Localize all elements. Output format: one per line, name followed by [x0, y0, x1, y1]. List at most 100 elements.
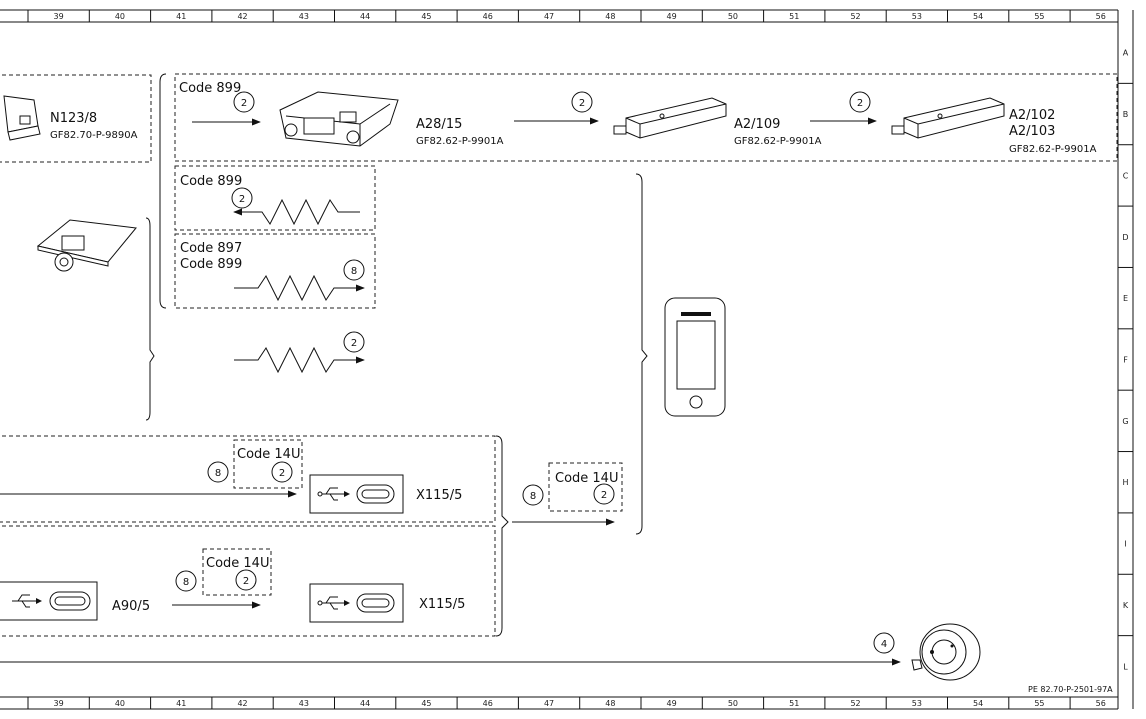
n123-8-label: N123/8: [50, 111, 97, 126]
marker-value: 8: [351, 266, 357, 277]
marker-circle: [233, 91, 255, 113]
column-index-label: 50: [728, 12, 738, 21]
usb-upper-group-box: [0, 435, 496, 523]
code-14u-lower-box: [202, 548, 272, 596]
column-index-label: 56: [1096, 12, 1106, 21]
column-index-label: 44: [360, 12, 370, 21]
code-14u-upper-box: [233, 439, 303, 489]
column-index-label: 52: [850, 12, 860, 21]
column-index-label: 47: [544, 699, 554, 708]
a2-102-ref: GF82.62-P-9901A: [1009, 144, 1097, 155]
x115-5-lower-label: X115/5: [419, 597, 465, 612]
row-index-label: A: [1123, 49, 1129, 58]
column-index-label: 42: [237, 699, 247, 708]
brace-right: [635, 173, 648, 535]
a2-102-antenna-icon: [891, 97, 1005, 139]
x115-5-lower-usb-port-icon: [309, 583, 404, 623]
column-index-label: 39: [54, 699, 64, 708]
row-index-label: K: [1123, 601, 1129, 610]
column-index-label: 49: [667, 699, 677, 708]
marker-value: 2: [243, 576, 249, 587]
a90-5-label: A90/5: [112, 599, 150, 614]
marker-circle: [231, 187, 253, 209]
marker-circle: [343, 331, 365, 353]
column-index-label: 53: [912, 699, 922, 708]
column-index-label: 53: [912, 12, 922, 21]
marker-value: 2: [241, 98, 247, 109]
row-index-label: B: [1123, 110, 1129, 119]
n123-8-ref: GF82.70-P-9890A: [50, 130, 138, 141]
row-index-label: I: [1124, 540, 1126, 549]
column-index-label: 51: [789, 699, 799, 708]
code-899-antenna-box: [174, 165, 376, 231]
marker-circle: [175, 570, 197, 592]
code-14u-right-box: [548, 462, 623, 512]
column-index-label: 40: [115, 12, 125, 21]
x115-5-upper-usb-port-icon: [309, 474, 404, 514]
a2-109-label: A2/109: [734, 117, 780, 132]
column-index-label: 41: [176, 12, 186, 21]
marker-circle: [571, 91, 593, 113]
marker-value: 2: [239, 194, 245, 205]
code-899b-label: Code 899: [180, 257, 242, 272]
column-index-label: 46: [483, 699, 493, 708]
a28-15-ref: GF82.62-P-9901A: [416, 136, 504, 147]
a2-102-label: A2/102: [1009, 108, 1055, 123]
row-index-label: H: [1122, 478, 1128, 487]
code-899-top-label: Code 899: [179, 81, 241, 96]
column-index-label: 45: [421, 12, 431, 21]
marker-value: 2: [351, 338, 357, 349]
a2-109-antenna-icon: [613, 97, 727, 139]
column-index-label: 41: [176, 699, 186, 708]
row-index-label: G: [1122, 417, 1128, 426]
column-index-label: 47: [544, 12, 554, 21]
column-index-label: 44: [360, 699, 370, 708]
n123-8-module-icon: [3, 95, 41, 141]
tuner-module-icon: [36, 219, 137, 272]
column-index-label: 54: [973, 699, 983, 708]
marker-circle: [873, 632, 895, 654]
usb-lower-group-box: [0, 525, 496, 637]
brace-left-lower: [145, 217, 155, 421]
marker-circle: [849, 91, 871, 113]
code-899-top-group-box: [174, 73, 1118, 162]
a28-15-label: A28/15: [416, 117, 462, 132]
code-14u-upper-label: Code 14U: [237, 447, 300, 462]
column-index-label: 56: [1096, 699, 1106, 708]
code-14u-lower-label: Code 14U: [206, 556, 269, 571]
brace-usb: [495, 435, 509, 637]
a2-103-label: A2/103: [1009, 124, 1055, 139]
row-index-label: L: [1123, 662, 1128, 671]
marker-value: 2: [601, 490, 607, 501]
column-index-label: 52: [850, 699, 860, 708]
marker-circle: [207, 461, 229, 483]
marker-value: 2: [857, 98, 863, 109]
a28-15-module-icon: [279, 91, 399, 147]
marker-circle: [235, 569, 257, 591]
column-index-label: 54: [973, 12, 983, 21]
speaker-icon: [911, 623, 981, 681]
marker-circle: [271, 461, 293, 483]
column-index-label: 42: [237, 12, 247, 21]
smartphone-icon: [664, 297, 726, 417]
row-index-label: C: [1123, 171, 1129, 180]
marker-value: 8: [183, 577, 189, 588]
column-index-label: 48: [605, 12, 615, 21]
column-index-label: 55: [1034, 12, 1044, 21]
row-index-label: F: [1123, 356, 1128, 365]
code-899-antenna-label: Code 899: [180, 174, 242, 189]
brace-left-upper: [159, 73, 167, 309]
column-index-label: 48: [605, 699, 615, 708]
row-index-label: E: [1123, 294, 1128, 303]
column-index-label: 43: [299, 699, 309, 708]
antenna-zigzag-arrow: [234, 274, 365, 302]
antenna-zigzag-arrow: [234, 346, 365, 374]
antenna-zigzag-arrow: [233, 198, 360, 226]
marker-circle: [593, 483, 615, 505]
marker-circle: [522, 484, 544, 506]
column-index-label: 46: [483, 12, 493, 21]
